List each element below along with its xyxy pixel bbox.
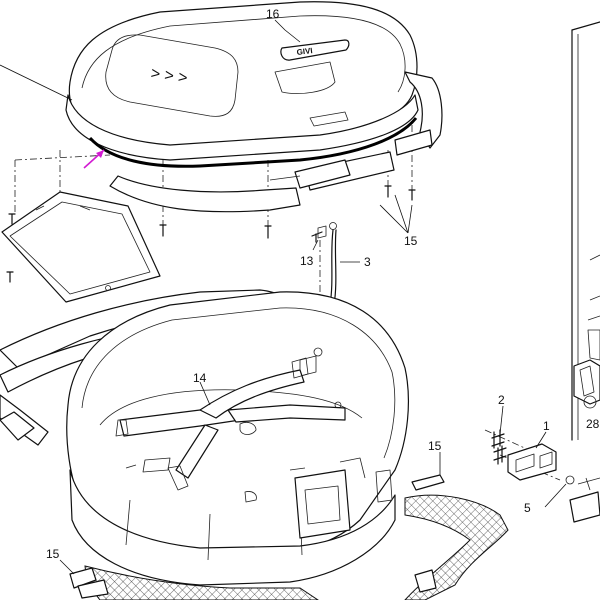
callout-28: 28 [586, 417, 600, 431]
lid-shell: > > > GIVI [65, 1, 443, 213]
callout-15-left: 15 [46, 547, 60, 561]
latch-assembly [491, 429, 600, 523]
lid-chevrons: > > > [149, 65, 188, 87]
mesh-net-left [69, 565, 319, 600]
callouts: 16 15 13 3 14 2 1 5 15 15 28 [46, 7, 600, 561]
callout-1: 1 [543, 419, 550, 433]
callout-2: 2 [498, 393, 505, 407]
mesh-net-right [404, 474, 509, 600]
callout-3: 3 [364, 255, 371, 269]
callout-16: 16 [266, 7, 280, 21]
leader-lines [0, 19, 567, 575]
frame-bracket [571, 21, 600, 441]
callout-13: 13 [300, 254, 314, 268]
callout-15-right: 15 [428, 439, 442, 453]
pointer-arrow [83, 149, 105, 169]
callout-14: 14 [193, 371, 207, 385]
callout-5: 5 [524, 501, 531, 515]
inner-lid-panel [1, 191, 161, 303]
callout-15-lid: 15 [404, 234, 418, 248]
inner-strap [115, 357, 346, 491]
lid-emblem: GIVI [296, 46, 313, 57]
base-shell [66, 291, 409, 586]
